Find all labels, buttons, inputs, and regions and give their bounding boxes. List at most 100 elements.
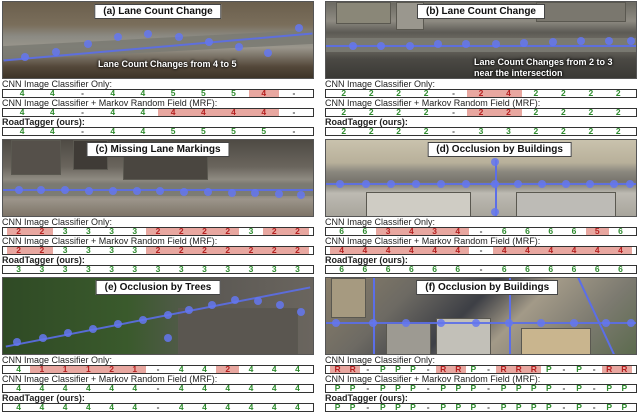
prediction-cell: 2	[560, 107, 566, 117]
prediction-cell: 4	[585, 246, 609, 254]
graph-node	[21, 53, 29, 61]
prediction-cell: 2	[423, 88, 429, 98]
graph-node	[133, 187, 141, 195]
prediction-cell: -	[487, 383, 490, 393]
prediction-cell: -	[479, 226, 483, 236]
row-label-mrf: CNN Image Classifier + Markov Random Fie…	[2, 374, 218, 384]
prediction-cell: 3	[109, 264, 114, 274]
prediction-cell: P	[455, 383, 462, 393]
prediction-cell: 4	[178, 383, 184, 393]
graph-node	[387, 180, 395, 188]
prediction-cell: 2	[99, 365, 124, 373]
prediction-cell: 2	[7, 227, 31, 235]
prediction-cell: P	[379, 402, 386, 412]
prediction-cell: R	[601, 365, 617, 373]
prediction-cell: R	[511, 365, 527, 373]
graph-node	[577, 37, 585, 45]
prediction-cell: 4	[49, 88, 55, 98]
row-label-cnn: CNN Image Classifier Only:	[2, 217, 113, 227]
prediction-cell: 3	[39, 264, 45, 274]
road-graph-edge-vertical	[495, 160, 497, 216]
prediction-cell: 2	[615, 126, 621, 136]
prediction-cell: -	[292, 126, 296, 136]
prediction-cell: 4	[492, 246, 516, 254]
prediction-cell: 3	[62, 226, 68, 236]
graph-node	[586, 180, 594, 188]
graph-node	[602, 319, 610, 327]
graph-node	[84, 40, 92, 48]
prediction-cell: P	[395, 364, 401, 374]
graph-node	[627, 37, 635, 45]
prediction-cell: P	[546, 383, 552, 393]
prediction-cell: 5	[170, 88, 176, 98]
graph-node	[61, 186, 69, 194]
prediction-cell: 5	[170, 126, 176, 136]
prediction-cell: 4	[295, 364, 300, 374]
prediction-cell: 3	[132, 245, 138, 255]
graph-node	[52, 48, 60, 56]
graph-node	[412, 180, 420, 188]
graph-node	[562, 180, 570, 188]
graph-node	[332, 319, 340, 327]
graph-node	[605, 37, 613, 45]
graph-node	[231, 296, 239, 304]
prediction-cell: -	[562, 402, 566, 412]
prediction-cell: -	[292, 107, 296, 117]
graph-node	[37, 186, 45, 194]
graph-node	[377, 42, 385, 50]
graph-node	[537, 319, 545, 327]
prediction-cell: 2	[285, 246, 310, 254]
prediction-cell: R	[496, 365, 512, 373]
prediction-cell: 4	[109, 383, 114, 393]
aerial-image-b: (b) Lane Count Change Lane Count Changes…	[325, 1, 637, 79]
prediction-cell: -	[479, 245, 483, 255]
row-label-cnn: CNN Image Classifier Only:	[2, 79, 113, 89]
aerial-image-c: (c) Missing Lane Markings	[2, 139, 314, 217]
prediction-cell: P	[621, 383, 628, 393]
graph-node	[462, 180, 470, 188]
prediction-cell: 3	[248, 226, 254, 236]
panel-c: (c) Missing Lane Markings CNN Image Clas…	[2, 139, 314, 274]
prediction-cell: 2	[615, 88, 621, 98]
prediction-cell: 4	[178, 402, 184, 412]
graph-node	[402, 319, 410, 327]
prediction-cell: -	[562, 364, 566, 374]
prediction-cell: 2	[368, 107, 374, 117]
prediction-cell: 4	[39, 402, 45, 412]
graph-node	[491, 158, 499, 166]
prediction-cell: 4	[62, 383, 68, 393]
prediction-cell: 3	[478, 126, 484, 136]
prediction-cell: 4	[202, 383, 207, 393]
prediction-cell: 2	[30, 246, 54, 254]
prediction-cell: 5	[231, 88, 236, 98]
prediction-cell: 6	[362, 226, 368, 236]
prediction-cell: 4	[218, 108, 249, 116]
prediction-cell: P	[576, 402, 582, 412]
prediction-cell: 4	[49, 107, 55, 117]
prediction-cell: 1	[123, 365, 147, 373]
prediction-cell: P	[334, 402, 341, 412]
prediction-cell: 1	[53, 365, 77, 373]
row-label-cnn: CNN Image Classifier Only:	[2, 355, 113, 365]
prediction-cell: P	[395, 402, 401, 412]
prediction-cell: P	[500, 383, 507, 393]
prediction-cell: 4	[271, 383, 277, 393]
prediction-cell: P	[500, 402, 507, 412]
prediction-cell: -	[452, 88, 455, 98]
prediction-cell: R	[526, 365, 542, 373]
panel-title: (f) Occlusion by Buildings	[416, 280, 559, 295]
graph-node	[276, 301, 284, 309]
prediction-cell: 4	[62, 402, 68, 412]
prediction-cell: -	[487, 364, 490, 374]
prediction-cell: 6	[339, 226, 344, 236]
prediction-cell: 2	[30, 227, 54, 235]
prediction-cell: 4	[446, 227, 470, 235]
panel-b: (b) Lane Count Change Lane Count Changes…	[325, 1, 637, 136]
graph-node	[297, 191, 305, 199]
row-label-cnn: CNN Image Classifier Only:	[325, 217, 436, 227]
